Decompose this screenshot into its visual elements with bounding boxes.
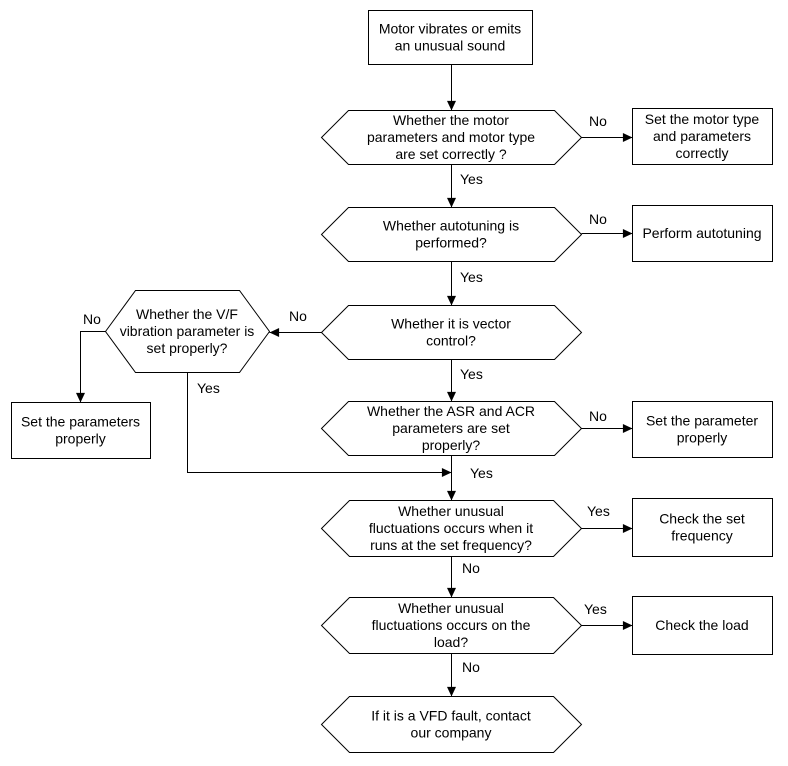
a_set_params-text: properly — [55, 431, 106, 447]
a_autotune-box — [632, 205, 773, 262]
edge-load-no-arrowhead — [447, 686, 456, 697]
edge-vf-no-line — [80, 331, 106, 403]
edge-auto-yes-arrowhead — [447, 295, 456, 306]
start-text: an unusual sound — [395, 38, 506, 54]
edge-vf-no-arrowhead — [76, 392, 85, 403]
edge-vector-no-arrowhead — [269, 328, 280, 337]
a_check_freq-box — [632, 498, 773, 557]
q_vf-text: vibration parameter is — [120, 323, 255, 339]
q_vector-text: control? — [426, 333, 476, 349]
end-text: our company — [411, 725, 492, 741]
a_set_motor-box — [632, 108, 773, 165]
q_vector-decision — [320, 305, 583, 360]
edge-label-auto-no: No — [589, 211, 607, 227]
edge-label-freq-no: No — [462, 560, 480, 576]
a_check_freq-text: frequency — [671, 528, 732, 544]
end-decision — [320, 696, 583, 753]
edge-label-asr-no: No — [589, 408, 607, 424]
a_check_load-text: Check the load — [655, 617, 748, 633]
end-text: If it is a VFD fault, contact — [371, 708, 531, 724]
q_vf-text: Whether the V/F — [136, 306, 238, 322]
edge-vf-yes-line — [187, 372, 452, 473]
q_asr_acr-text: Whether the ASR and ACR — [367, 403, 535, 419]
q_motor_params-text: Whether the motor — [393, 112, 509, 128]
edge-asr-no-arrowhead — [622, 424, 633, 433]
a_set_motor-text: and parameters — [653, 128, 751, 144]
a_set_param-box — [632, 401, 773, 458]
q_autotuning-text: Whether autotuning is — [383, 218, 519, 234]
edge-freq-yes-arrowhead — [622, 524, 633, 533]
a_set_param-text: properly — [677, 430, 728, 446]
a_set_motor-text: Set the motor type — [645, 111, 760, 127]
edge-auto-no-arrowhead — [622, 229, 633, 238]
a_check_load-box — [632, 596, 773, 655]
edge-vf-yes-arrowhead — [441, 468, 452, 477]
q_autotuning-decision — [320, 207, 583, 262]
q_fluct_freq-text: Whether unusual — [398, 503, 504, 519]
q_fluct_load-text: load? — [434, 634, 468, 650]
a_set_param-text: Set the parameter — [646, 413, 758, 429]
start-text: Motor vibrates or emits — [379, 21, 521, 37]
a_check_freq-text: Check the set — [659, 511, 745, 527]
edge-start-to-motor-arrowhead — [447, 100, 456, 111]
q_asr_acr-text: parameters are set — [392, 420, 510, 436]
edge-label-vf-yes: Yes — [197, 380, 220, 396]
edge-label-asr-yes: Yes — [470, 465, 493, 481]
q_fluct_load-text: fluctuations occurs on the — [372, 617, 531, 633]
q_fluct_freq-text: fluctuations occurs when it — [369, 520, 533, 536]
q_motor_params-text: parameters and motor type — [367, 129, 535, 145]
edge-label-motor-yes: Yes — [460, 171, 483, 187]
edge-motor-yes-arrowhead — [447, 197, 456, 208]
edge-label-vector-no: No — [289, 308, 307, 324]
edge-label-vf-no: No — [83, 311, 101, 327]
a_set_params-text: Set the parameters — [21, 414, 140, 430]
q_vf-text: set properly? — [147, 340, 228, 356]
q_autotuning-text: performed? — [415, 235, 487, 251]
a_set_params-box — [11, 402, 151, 459]
edge-label-auto-yes: Yes — [460, 269, 483, 285]
q_vector-text: Whether it is vector — [391, 316, 511, 332]
q_fluct_load-text: Whether unusual — [398, 600, 504, 616]
edge-label-freq-yes: Yes — [587, 503, 610, 519]
a_set_motor-text: correctly — [676, 145, 729, 161]
edge-vector-yes-arrowhead — [447, 391, 456, 402]
edge-label-load-no: No — [462, 659, 480, 675]
q_motor_params-text: are set correctly ? — [395, 146, 506, 162]
edge-label-motor-no: No — [589, 113, 607, 129]
q_vf-decision — [104, 290, 271, 373]
q_asr_acr-text: properly? — [422, 437, 481, 453]
edge-label-load-yes: Yes — [584, 601, 607, 617]
a_autotune-text: Perform autotuning — [642, 225, 761, 241]
edge-load-yes-arrowhead — [622, 621, 633, 630]
start-box — [368, 10, 533, 65]
edge-motor-no-arrowhead — [622, 133, 633, 142]
edge-freq-no-arrowhead — [447, 587, 456, 598]
edge-label-vector-yes: Yes — [460, 366, 483, 382]
q_fluct_freq-text: runs at the set frequency? — [370, 537, 532, 553]
edge-asr-yes-arrowhead — [447, 490, 456, 501]
